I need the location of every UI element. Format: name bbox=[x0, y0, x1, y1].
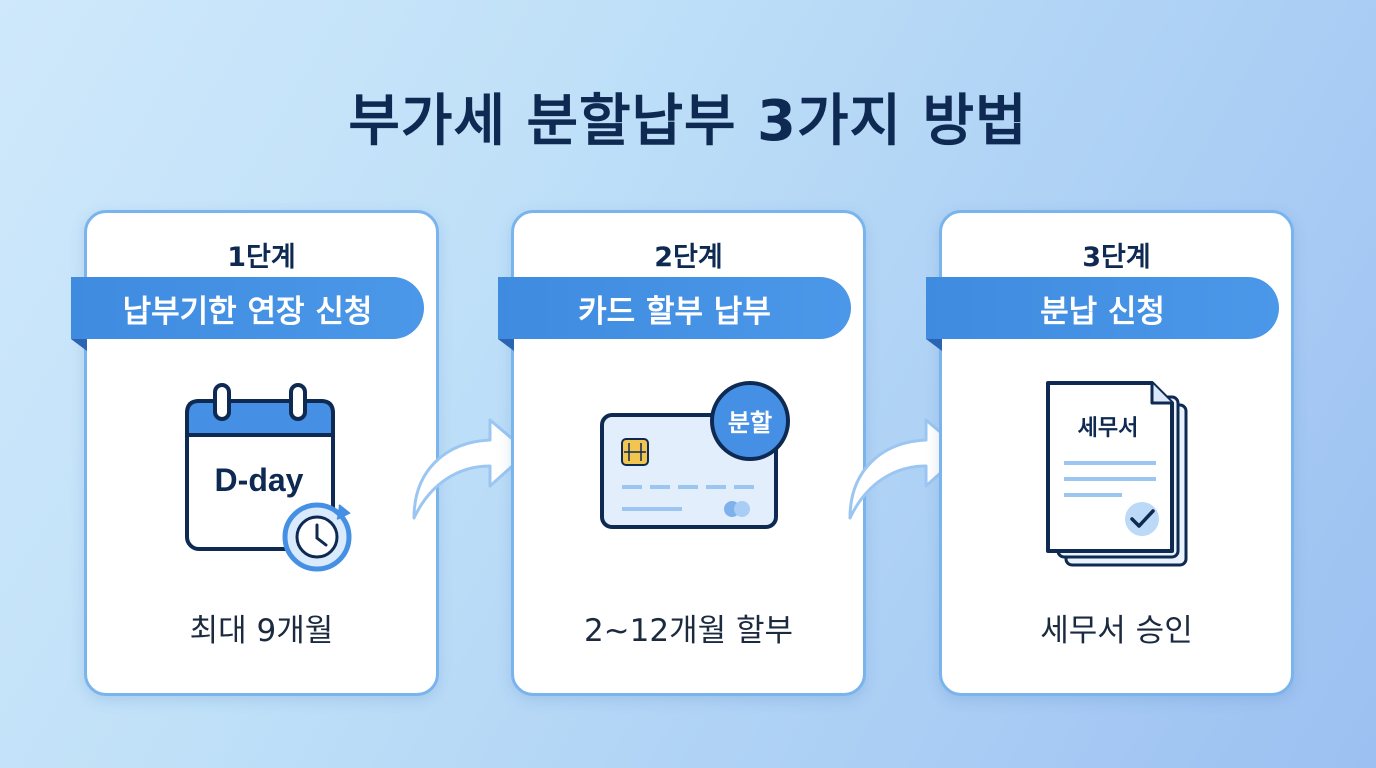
tax-document-icon: 세무서 bbox=[1046, 381, 1188, 567]
page-title: 부가세 분할납부 3가지 방법 bbox=[348, 89, 1028, 154]
ribbon-fold bbox=[498, 339, 514, 351]
step-card-2: 2단계 카드 할부 납부 분할 2~12개월 할부 bbox=[498, 210, 866, 696]
step-caption: 최대 9개월 bbox=[189, 613, 334, 649]
step-caption: 2~12개월 할부 bbox=[583, 613, 794, 649]
ribbon-fold bbox=[926, 339, 942, 351]
step-label: 3단계 bbox=[1082, 242, 1151, 273]
step-ribbon: 카드 할부 납부 bbox=[498, 277, 851, 339]
step-card-1: 1단계 납부기한 연장 신청 D-day 최대 9개월 bbox=[71, 210, 439, 696]
step-label: 2단계 bbox=[654, 242, 723, 273]
step-ribbon: 분납 신청 bbox=[926, 277, 1279, 339]
dday-text: D-day bbox=[215, 462, 304, 498]
installment-badge-text: 분할 bbox=[728, 409, 772, 437]
step-label: 1단계 bbox=[227, 242, 296, 273]
step-caption: 세무서 승인 bbox=[1040, 613, 1193, 649]
ribbon-fold bbox=[71, 339, 87, 351]
tax-office-text: 세무서 bbox=[1078, 416, 1139, 441]
arrow-right-icon bbox=[412, 418, 530, 520]
step-ribbon: 납부기한 연장 신청 bbox=[71, 277, 424, 339]
calendar-dday-icon: D-day bbox=[185, 383, 352, 572]
step-card-3: 3단계 분납 신청 세무서 세무서 승인 bbox=[926, 210, 1294, 696]
credit-card-icon: 분할 bbox=[600, 381, 790, 529]
